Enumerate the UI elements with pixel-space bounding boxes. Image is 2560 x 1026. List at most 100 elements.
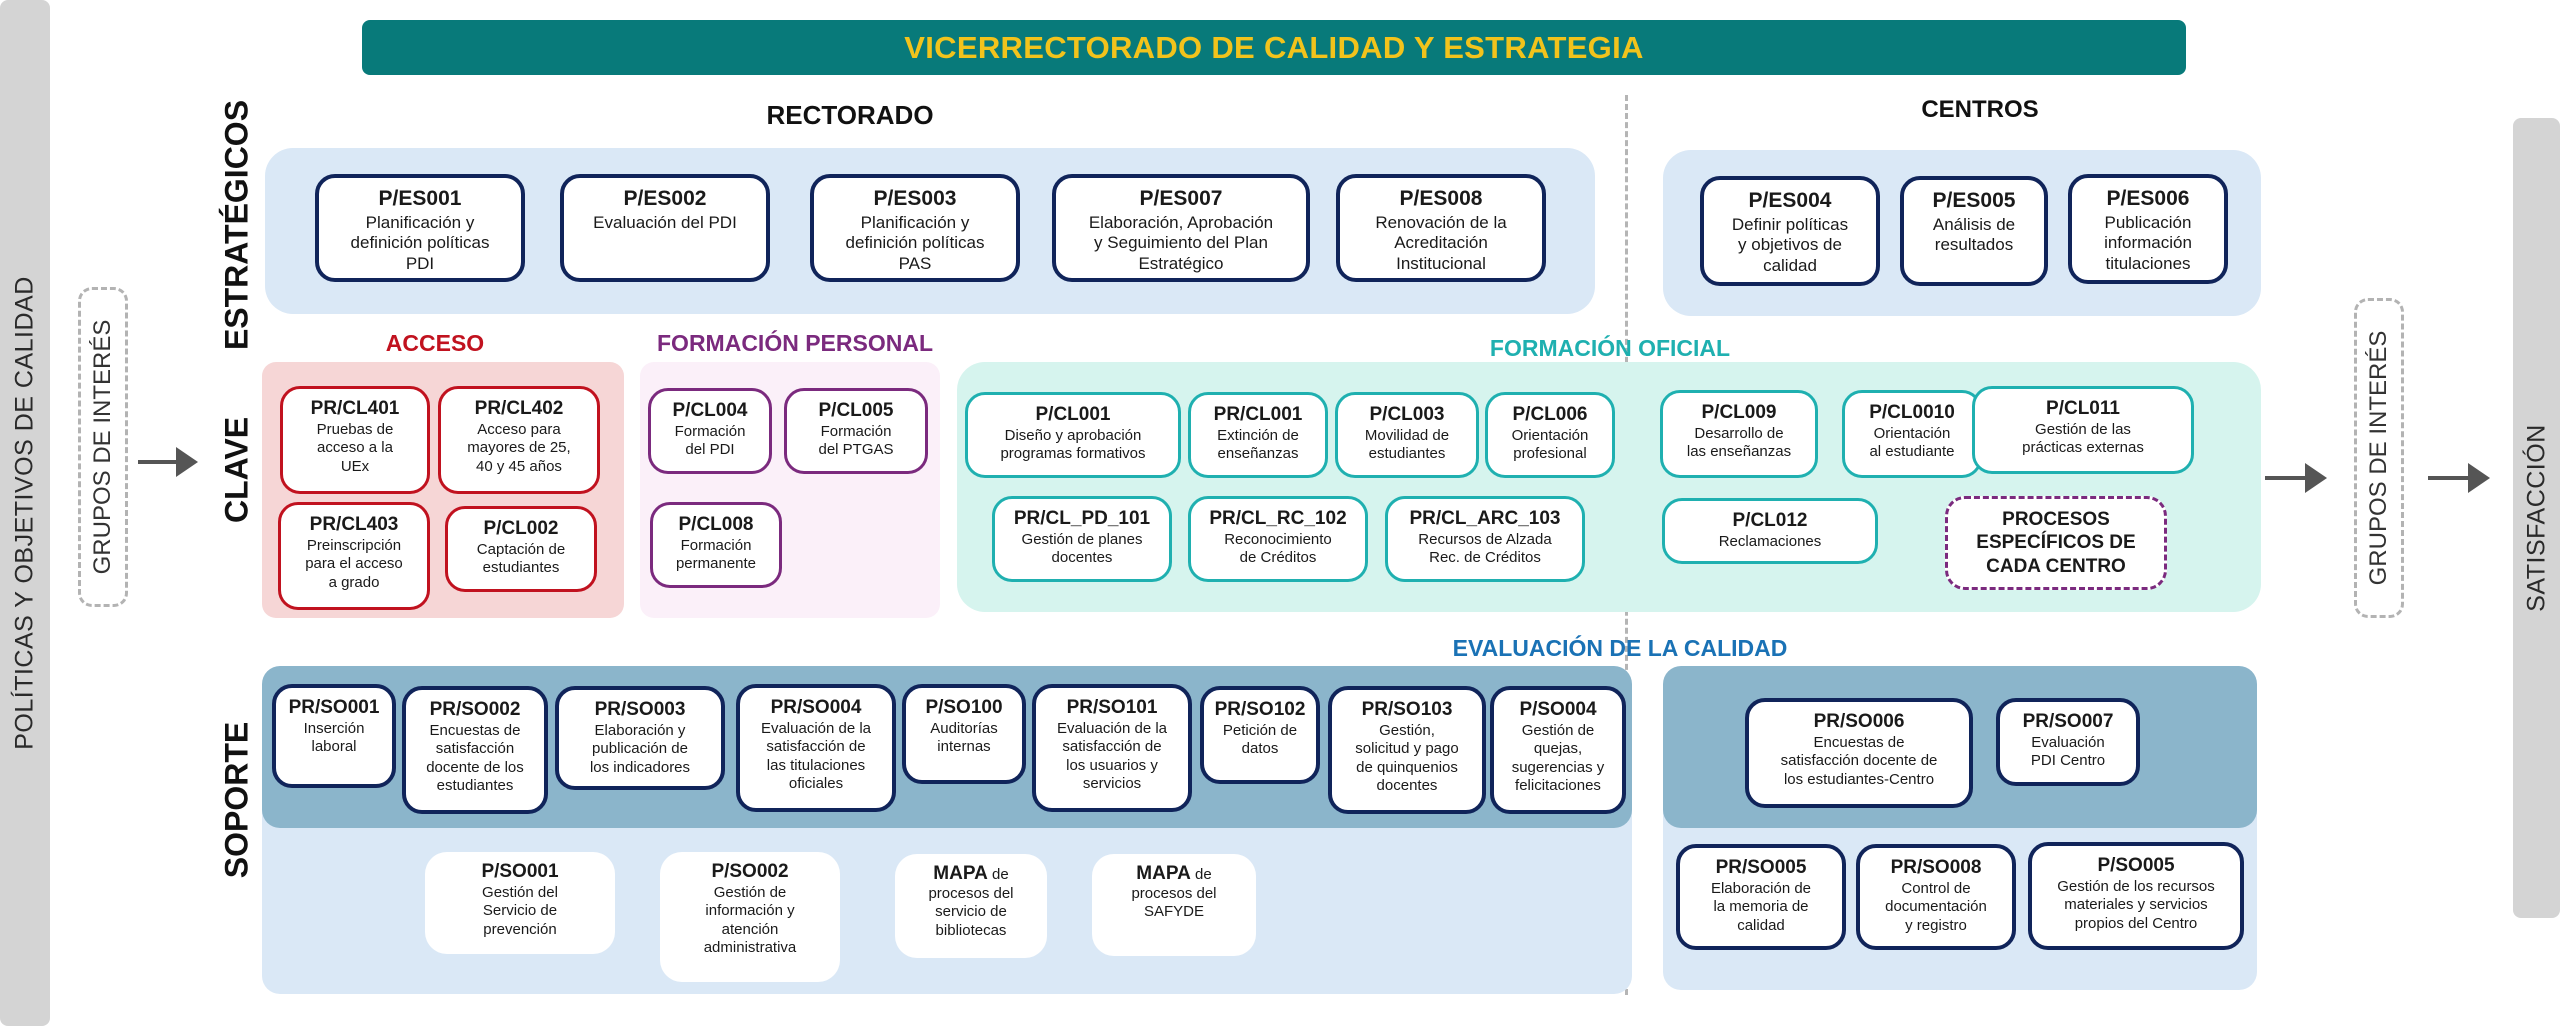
process-description: Gestión de quejas, sugerencias y felicit… (1511, 722, 1605, 795)
process-code: PR/CL_PD_101 (1013, 508, 1151, 529)
process-code: P/ES005 (1932, 189, 2016, 212)
process-description: Pruebas de acceso a la UEx (316, 421, 394, 475)
process-code: MAPA (933, 863, 988, 884)
page-header: VICERRECTORADO DE CALIDAD Y ESTRATEGIA (362, 20, 2186, 75)
process-code: PR/CL001 (1213, 404, 1303, 425)
process-description: Gestión, solicitud y pago de quinquenios… (1355, 722, 1459, 795)
process-code: P/ES004 (1748, 189, 1832, 212)
process-description: Gestión de planes docentes (1021, 531, 1143, 567)
specific-center-processes-box[interactable]: PROCESOS ESPECÍFICOS DE CADA CENTRO (1945, 496, 2167, 590)
process-description: Definir políticas y objetivos de calidad (1731, 214, 1849, 276)
process-code: P/CL011 (2046, 398, 2120, 419)
process-description: Orientación al estudiante (1869, 425, 1955, 461)
row-label-clave: CLAVE (218, 416, 255, 524)
satisfaction-label: SATISFACCIÓN (2522, 424, 2550, 612)
process-code: PR/SO006 (1813, 711, 1905, 732)
process-code: PR/SO004 (770, 697, 862, 718)
section-title-acceso: ACCESO (385, 330, 485, 356)
process-code: PR/SO008 (1890, 857, 1982, 878)
process-description: Petición de datos (1222, 722, 1298, 758)
process-code: PR/SO005 (1715, 857, 1807, 878)
process-code: P/CL001 (1035, 404, 1111, 425)
process-code: PR/SO003 (594, 699, 686, 720)
process-description: Planificación y definición políticas PDI (350, 212, 490, 274)
process-code: P/CL005 (818, 400, 894, 421)
process-code: P/CL006 (1512, 404, 1588, 425)
quality-policies-label: POLÍTICAS Y OBJETIVOS DE CALIDAD (10, 276, 39, 750)
process-code: PR/CL_RC_102 (1209, 508, 1347, 529)
process-description: Recursos de Alzada Rec. de Créditos (1418, 531, 1552, 567)
column-title-rectorado: RECTORADO (766, 100, 934, 130)
process-code: P/CL004 (672, 400, 748, 421)
process-code: P/SO004 (1519, 699, 1597, 720)
process-description: Renovación de la Acreditación Institucio… (1375, 212, 1507, 274)
process-code-suffix: de (987, 866, 1009, 883)
process-code: PR/CL_ARC_103 (1409, 508, 1561, 529)
process-description: Movilidad de estudiantes (1364, 427, 1450, 463)
process-code: P/ES007 (1139, 187, 1223, 210)
process-code: P/SO002 (711, 861, 789, 882)
stakeholders-in-box: GRUPOS DE INTERÉS (78, 287, 128, 607)
process-description: Inserción laboral (303, 720, 365, 756)
row-label-estrategicos: ESTRATÉGICOS (218, 99, 255, 351)
process-description: Gestión de información y atención admini… (703, 884, 797, 957)
process-description: Evaluación de la satisfacción de los usu… (1056, 720, 1168, 793)
process-code: P/CL012 (1732, 510, 1808, 531)
process-description: Encuestas de satisfacción docente de los… (1780, 734, 1938, 788)
process-code: P/ES001 (378, 187, 462, 210)
process-code: PR/SO103 (1361, 699, 1453, 720)
process-code: PR/SO007 (2022, 711, 2114, 732)
process-description: Control de documentación y registro (1885, 880, 1987, 934)
process-description: Encuestas de satisfacción docente de los… (426, 722, 524, 795)
column-title-centros: CENTROS (1921, 96, 2039, 123)
process-code: PR/SO102 (1214, 699, 1306, 720)
satisfaction-bar: SATISFACCIÓN (2513, 118, 2560, 918)
row-label-soporte: SOPORTE (218, 721, 255, 879)
process-title-line: MAPA de (1136, 862, 1211, 885)
